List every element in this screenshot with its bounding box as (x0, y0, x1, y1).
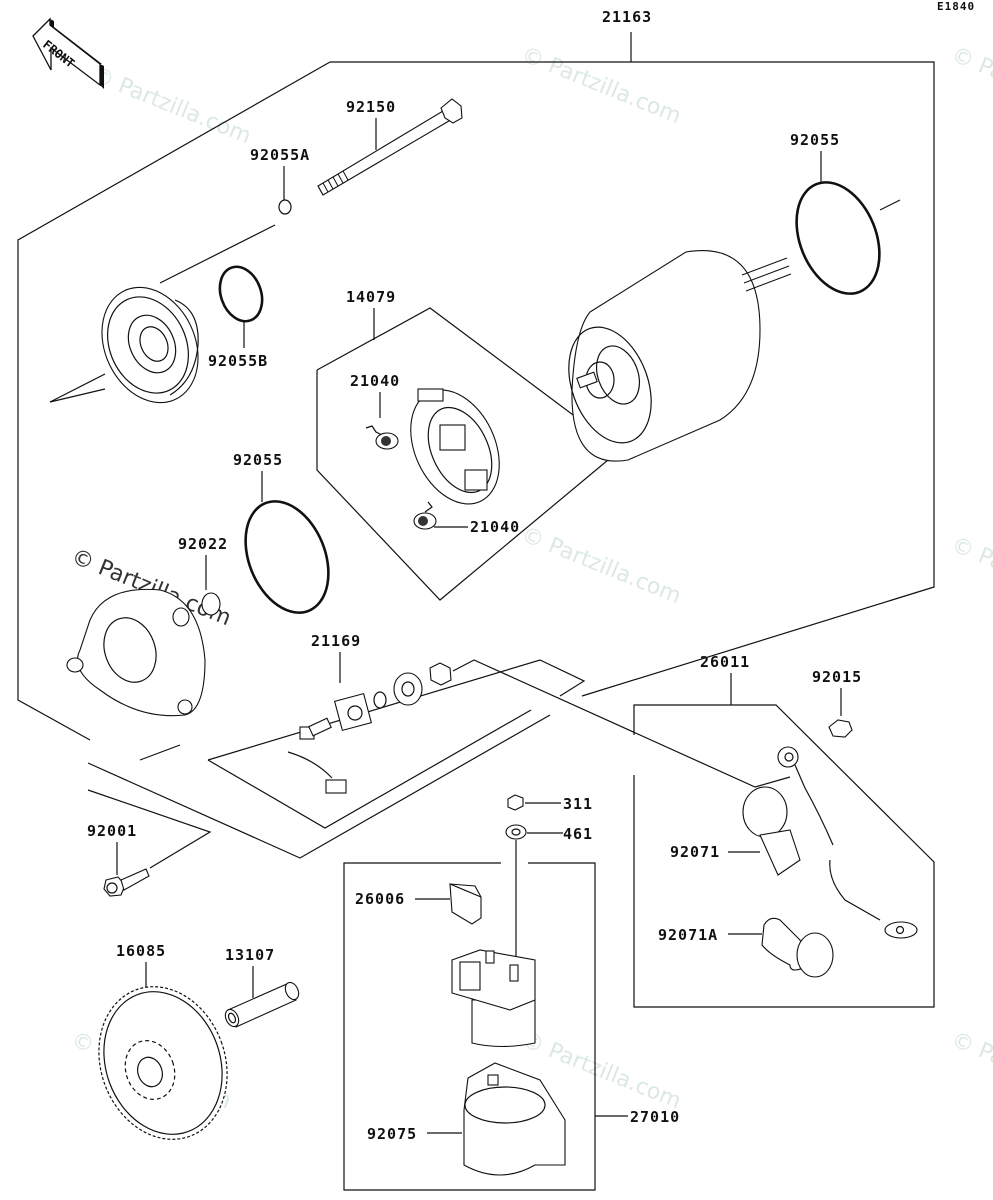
nut-icon (507, 794, 524, 811)
part-26011[interactable]: 26011 (633, 653, 935, 1008)
callout-label: 92055 (233, 451, 283, 469)
callout-label: 21040 (470, 518, 520, 536)
callout-label: 21169 (311, 632, 361, 650)
front-cover-icon (49, 224, 276, 404)
o-ring-icon (278, 199, 292, 215)
part-16085[interactable]: 16085 (78, 942, 248, 1158)
leader-line (139, 744, 181, 761)
watermark: © Partzilla.com (948, 532, 993, 619)
o-ring-icon (218, 265, 264, 323)
callout-label: 92001 (87, 822, 137, 840)
leader-line (87, 714, 551, 859)
callout-label: 92150 (346, 98, 396, 116)
watermark: © Partzilla.com (518, 42, 685, 129)
part-311[interactable]: 311 (507, 794, 593, 813)
callout-label: 14079 (346, 288, 396, 306)
part-21040-b[interactable]: 21040 (413, 501, 520, 536)
callout-label: 92055A (250, 146, 310, 164)
callout-label: 92071 (670, 843, 720, 861)
rubber-holder-icon (463, 1062, 566, 1176)
part-21169[interactable]: 21169 (207, 632, 586, 829)
rear-cover-icon (66, 588, 206, 717)
fuse-icon (449, 883, 482, 925)
callout-label: 92055B (208, 352, 268, 370)
part-92150[interactable]: 92150 (317, 98, 463, 196)
spring-icon (365, 425, 399, 450)
part-14079[interactable]: 14079 (316, 288, 621, 601)
part-92055-mid[interactable]: 92055 (230, 451, 344, 625)
cap-icon (761, 917, 834, 978)
callout-label: 16085 (116, 942, 166, 960)
nut-icon (828, 719, 853, 738)
leader-line (452, 659, 791, 788)
callout-label: 13107 (225, 946, 275, 964)
o-ring-icon (244, 500, 330, 614)
washer-icon (201, 592, 221, 616)
washer-icon (505, 824, 527, 840)
armature-icon (568, 250, 792, 462)
callout-label: 26006 (355, 890, 405, 908)
spring-icon (413, 501, 437, 530)
callout-label: 92015 (812, 668, 862, 686)
part-92022[interactable]: 92022 (178, 535, 228, 616)
callout-label: 311 (563, 795, 593, 813)
watermark: © Partzilla.com (518, 522, 685, 609)
gear-icon (98, 986, 228, 1140)
callout-label: 21040 (350, 372, 400, 390)
part-27010[interactable]: 27010 (343, 862, 680, 1191)
part-92001[interactable]: 92001 (87, 789, 212, 897)
shaft-icon (224, 981, 300, 1028)
front-arrow-icon: FRONT (32, 17, 104, 89)
cap-icon (742, 786, 801, 876)
callout-label: 26011 (700, 653, 750, 671)
part-13107[interactable]: 13107 (223, 946, 301, 1029)
o-ring-icon (795, 181, 881, 295)
part-92055B[interactable]: 92055B (208, 261, 269, 370)
callout-label: 92055 (790, 131, 840, 149)
callout-label: 21163 (602, 8, 652, 26)
bolt-icon (317, 98, 463, 196)
part-92071A[interactable]: 92071A (658, 917, 834, 978)
callout-label: 27010 (630, 1108, 680, 1126)
callout-label: 461 (563, 825, 593, 843)
part-21163[interactable]: 21163 (602, 8, 652, 26)
watermark: © Partzilla.com (948, 42, 993, 129)
part-92071[interactable]: 92071 (670, 786, 801, 876)
watermark: © Partzilla.com (88, 62, 255, 149)
assembly-outline-21163 (17, 32, 935, 741)
callout-label: 92071A (658, 926, 718, 944)
bolt-icon (103, 868, 150, 897)
part-92075[interactable]: 92075 (367, 1062, 566, 1176)
part-26006[interactable]: 26006 (355, 883, 482, 925)
drawing-code: E1840 (937, 0, 975, 13)
part-461[interactable]: 461 (505, 824, 593, 960)
cable-lead-icon (777, 746, 918, 939)
leader-line (87, 789, 212, 869)
part-92055A[interactable]: 92055A (250, 146, 310, 215)
starter-relay-icon (451, 949, 536, 1048)
watermark: © Partzilla.com (948, 1027, 993, 1114)
brush-holder-icon (410, 388, 500, 505)
brush-set-icon (287, 662, 452, 794)
callout-label: 92075 (367, 1125, 417, 1143)
part-92015[interactable]: 92015 (812, 668, 862, 738)
part-92055-top[interactable]: 92055 (781, 131, 901, 306)
callout-label: 92022 (178, 535, 228, 553)
part-21040-a[interactable]: 21040 (350, 372, 400, 450)
